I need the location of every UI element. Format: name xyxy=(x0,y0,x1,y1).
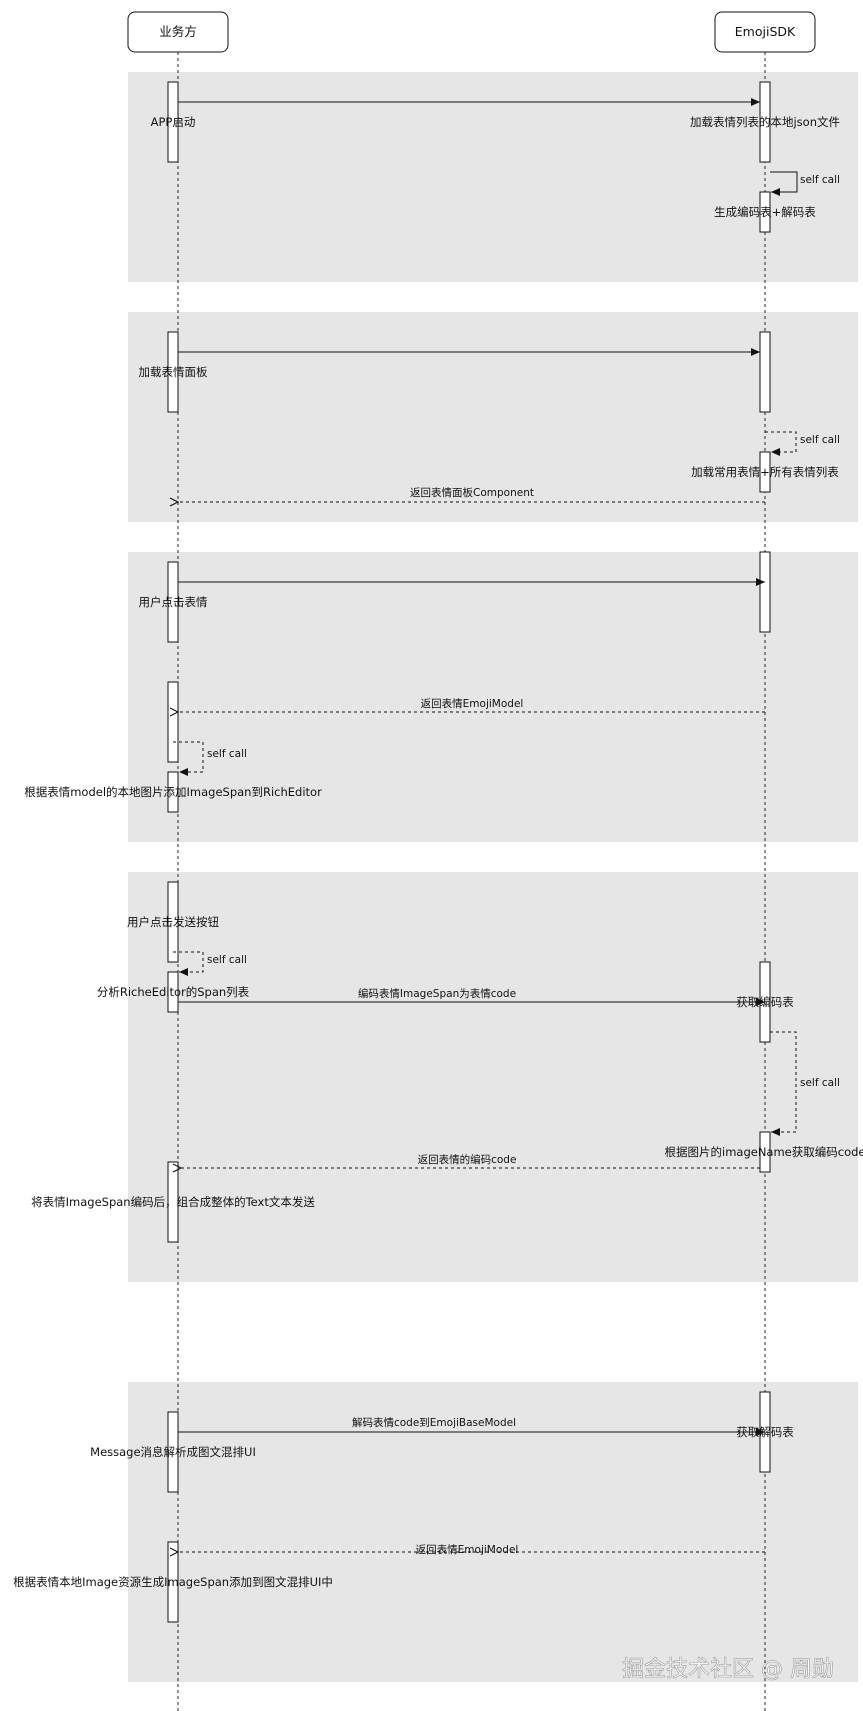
activation-sdk-3 xyxy=(759,331,771,413)
label-get-encode-table: 获取编码表 xyxy=(736,995,794,1009)
label-return-panel: 返回表情面板Component xyxy=(410,486,534,499)
label-get-decode-table: 获取解码表 xyxy=(736,1425,794,1439)
activation-sdk-5 xyxy=(759,551,771,633)
label-user-click-send: 用户点击发送按钮 xyxy=(127,915,219,929)
activation-sdk-2 xyxy=(759,191,771,233)
label-return-emoji-model: 返回表情EmojiModel xyxy=(421,697,524,710)
participant-business: 业务方 xyxy=(127,11,229,53)
label-self-call-4: self call xyxy=(207,954,247,966)
label-decode-code: 解码表情code到EmojiBaseModel xyxy=(352,1416,516,1429)
activation-sdk-4 xyxy=(759,451,771,493)
label-user-click-emoji: 用户点击表情 xyxy=(139,595,208,609)
self-call-arrow-3 xyxy=(173,741,204,776)
label-return-emoji-model-2: 返回表情EmojiModel xyxy=(416,1543,519,1556)
label-compose-send: 将表情ImageSpan编码后，组合成整体的Text文本发送 xyxy=(31,1195,315,1209)
activation-business-7 xyxy=(167,971,179,1013)
participant-emojisdk-label: EmojiSDK xyxy=(735,24,796,39)
label-gen-tables: 生成编码表+解码表 xyxy=(714,205,816,219)
activation-business-4 xyxy=(167,681,179,763)
self-call-arrow-1 xyxy=(770,171,798,196)
activation-business-5 xyxy=(167,771,179,813)
activation-business-10 xyxy=(167,1541,179,1623)
activation-business-9 xyxy=(167,1411,179,1493)
label-load-panel: 加载表情面板 xyxy=(139,365,208,379)
group-frame-startup xyxy=(128,72,858,282)
participant-business-label: 业务方 xyxy=(159,24,197,39)
self-call-arrow-5 xyxy=(770,1031,797,1136)
label-self-call-1: self call xyxy=(800,174,840,186)
label-load-json: 加载表情列表的本地json文件 xyxy=(690,115,840,129)
participant-emojisdk: EmojiSDK xyxy=(714,11,816,53)
label-self-call-2: self call xyxy=(800,434,840,446)
label-parse-message: Message消息解析成图文混排UI xyxy=(90,1445,256,1459)
label-return-code: 返回表情的编码code xyxy=(418,1153,517,1166)
label-load-lists: 加载常用表情+所有表情列表 xyxy=(691,465,839,479)
label-encode-span: 编码表情ImageSpan为表情code xyxy=(358,987,516,1000)
label-add-imagespan: 根据表情model的本地图片添加ImageSpan到RichEditor xyxy=(24,785,322,799)
activation-business-2 xyxy=(167,331,179,413)
label-self-call-3: self call xyxy=(207,748,247,760)
label-self-call-5: self call xyxy=(800,1077,840,1089)
group-frame-panel xyxy=(128,312,858,522)
self-call-arrow-4 xyxy=(173,951,204,976)
activation-business-8 xyxy=(167,1161,179,1243)
label-analyze-span: 分析RicheEditor的Span列表 xyxy=(97,985,250,999)
label-gen-imagespan: 根据表情本地Image资源生成ImageSpan添加到图文混排UI中 xyxy=(13,1575,333,1589)
activation-business-3 xyxy=(167,561,179,643)
activation-sdk-7 xyxy=(759,1131,771,1173)
label-app-start: APP启动 xyxy=(151,115,196,129)
watermark: 掘金技术社区 @ 周勋 xyxy=(622,1657,834,1682)
label-get-code-by-name: 根据图片的imageName获取编码code xyxy=(665,1145,863,1159)
activation-business-1 xyxy=(167,81,179,163)
activation-business-6 xyxy=(167,881,179,963)
activation-sdk-1 xyxy=(759,81,771,163)
group-frame-send xyxy=(128,872,858,1282)
group-frame-click xyxy=(128,552,858,842)
